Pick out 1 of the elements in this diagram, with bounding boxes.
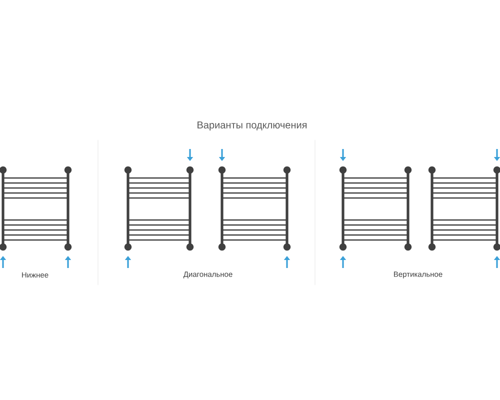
title: Варианты подключения [198,122,307,130]
